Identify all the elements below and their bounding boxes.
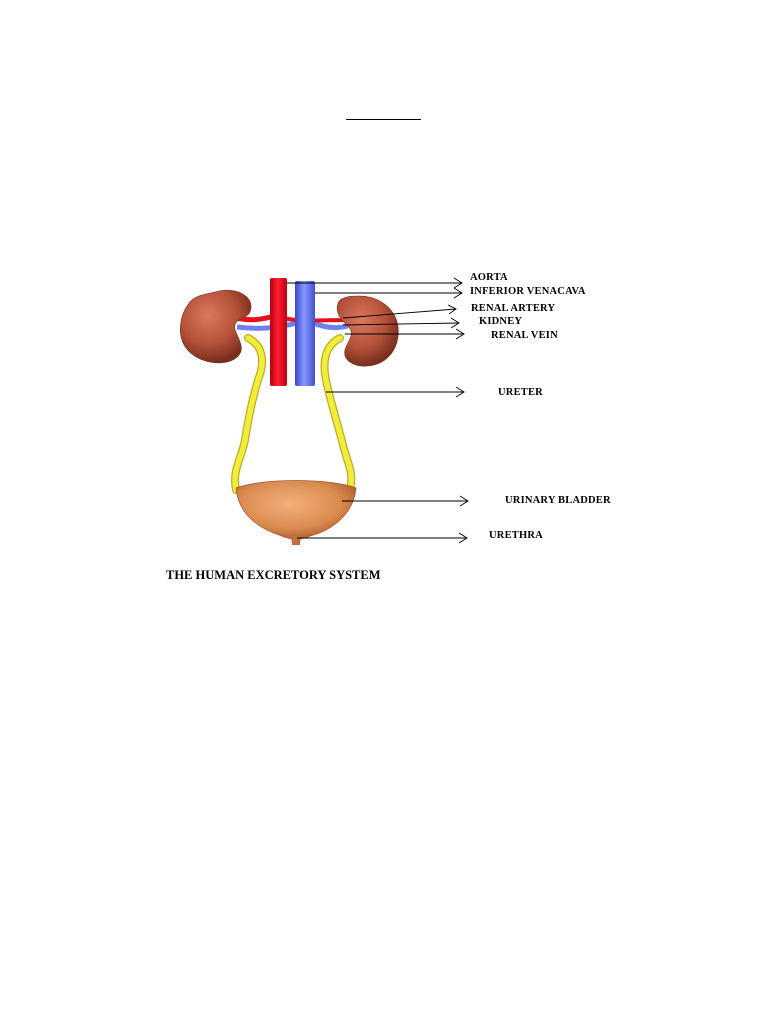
label-aorta: AORTA — [470, 272, 508, 283]
label-ureter: URETER — [498, 387, 543, 398]
urinary-bladder — [235, 480, 357, 540]
label-urethra: URETHRA — [489, 530, 543, 541]
label-urinary-bladder: URINARY BLADDER — [505, 495, 611, 506]
figure-caption: THE HUMAN EXCRETORY SYSTEM — [166, 568, 381, 582]
label-inferior-venacava: INFERIOR VENACAVA — [470, 286, 586, 297]
left-renal-vein — [236, 319, 301, 331]
right-kidney — [336, 295, 399, 367]
label-renal-artery: RENAL ARTERY — [471, 303, 556, 314]
label-pointers — [287, 277, 469, 544]
aorta — [270, 278, 287, 386]
label-kidney: KIDNEY — [479, 316, 523, 327]
urethra — [291, 535, 301, 545]
heading-underline — [346, 119, 421, 120]
left-kidney — [180, 290, 252, 364]
label-renal-vein: RENAL VEIN — [491, 330, 558, 341]
inferior-venacava — [295, 281, 315, 386]
